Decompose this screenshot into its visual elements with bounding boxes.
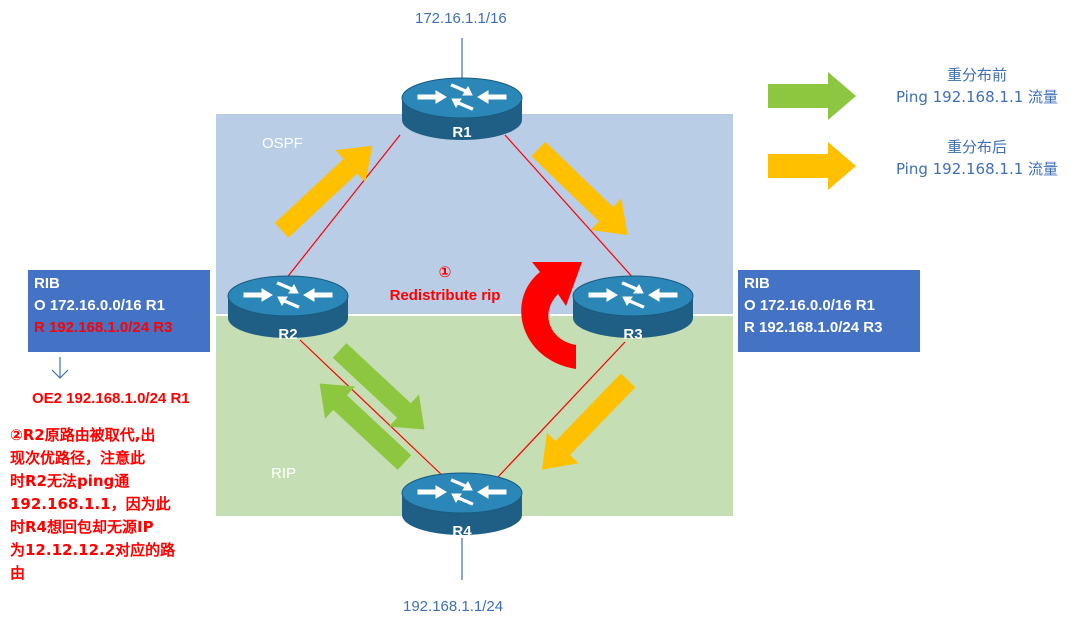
note-line: 为12.12.12.2对应的路 (10, 541, 176, 559)
legend-green-arrow (768, 72, 856, 120)
router-r4-label: R4 (452, 523, 472, 540)
note-line: 现次优路径，注意此 (10, 449, 146, 467)
down-arrow-icon (51, 357, 69, 379)
oe2-route-label: OE2 192.168.1.0/24 R1 (32, 390, 190, 407)
note-line: ②R2原路由被取代,出 (10, 426, 156, 444)
rib-title: RIB (34, 275, 60, 292)
rib-route-ospf: O 172.16.0.0/16 R1 (34, 297, 165, 314)
curved-arrow-icon (521, 262, 582, 369)
orange-arrow-r3-r4 (541, 373, 636, 470)
rib-route-rip: R 192.168.1.0/24 R3 (34, 319, 173, 336)
note-line: 时R4想回包却无源IP (10, 518, 154, 536)
link-r2-r4 (299, 339, 446, 479)
rib-table-r2: RIB O 172.16.0.0/16 R1 R 192.168.1.0/24 … (28, 270, 210, 352)
rib-route-ospf: O 172.16.0.0/16 R1 (744, 297, 875, 314)
green-arrow-r2-r4 (332, 343, 425, 430)
router-icon: R3 (572, 275, 694, 343)
bottom-network-label: 192.168.1.1/24 (403, 598, 504, 615)
legend-before-title: 重分布前 (946, 66, 1007, 84)
router-r3-label: R3 (623, 326, 642, 343)
redistribute-annotation: ① Redistribute rip (370, 260, 520, 308)
ospf-zone-label: OSPF (262, 135, 303, 152)
note-text: ②R2原路由被取代,出现次优路径，注意此时R2无法ping通 192.168.1.… (10, 424, 175, 585)
legend-before: 重分布前 Ping 192.168.1.1 流量 (870, 64, 1084, 108)
rib-title: RIB (744, 275, 770, 292)
rib-route-rip: R 192.168.1.0/24 R3 (744, 319, 883, 336)
orange-arrows (274, 141, 856, 470)
router-icon: R1 (401, 77, 523, 141)
router-r2-label: R2 (278, 326, 297, 343)
links (284, 134, 636, 479)
router-icon: R4 (401, 472, 523, 540)
orange-arrow-r2-r1 (274, 145, 373, 238)
green-arrows (319, 72, 856, 470)
redistribute-marker: ① (438, 263, 452, 281)
redistribute-text: Redistribute rip (389, 287, 501, 304)
green-arrow-r4-r2 (319, 383, 412, 470)
legend-after-title: 重分布后 (946, 138, 1007, 156)
note-line: 192.168.1.1，因为此 (10, 495, 171, 513)
link-r1-r3 (504, 134, 636, 281)
router-icon: R2 (227, 275, 349, 343)
link-r1-r2 (284, 134, 401, 281)
legend-after: 重分布后 Ping 192.168.1.1 流量 (870, 136, 1084, 180)
note-line: 时R2无法ping通 (10, 472, 130, 490)
router-r1-label: R1 (452, 124, 471, 141)
note-line: 由 (10, 564, 26, 582)
legend-after-desc: Ping 192.168.1.1 流量 (895, 160, 1059, 178)
rip-zone-label: RIP (271, 465, 297, 482)
link-r3-r4 (496, 341, 626, 479)
top-network-label: 172.16.1.1/16 (415, 10, 507, 27)
legend-before-desc: Ping 192.168.1.1 流量 (895, 88, 1059, 106)
legend-orange-arrow (768, 142, 856, 190)
rib-table-r3: RIB O 172.16.0.0/16 R1 R 192.168.1.0/24 … (738, 270, 920, 352)
orange-arrow-r1-r3 (531, 141, 628, 236)
